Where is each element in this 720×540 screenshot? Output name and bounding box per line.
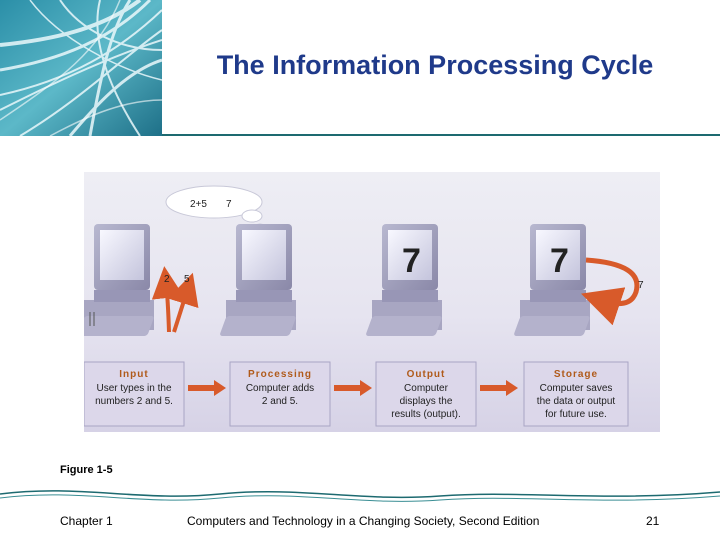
header-divider — [162, 134, 720, 136]
stage-title-input: Input — [119, 369, 148, 380]
stage-title-processing: Processing — [248, 369, 312, 380]
stage-line-storage-2: the data or output — [537, 396, 616, 407]
footer-chapter: Chapter 1 — [60, 514, 113, 528]
output-screen-digit: 7 — [402, 242, 421, 280]
storage-number: 7 — [638, 280, 644, 291]
input-number-2: 5 — [184, 274, 190, 285]
computer-processing — [220, 224, 296, 336]
stage-line-input-2: numbers 2 and 5. — [95, 396, 173, 407]
stage-line-output-3: results (output). — [391, 409, 460, 420]
stage-line-processing-1: Computer adds — [246, 383, 314, 394]
footer-page-number: 21 — [646, 514, 660, 528]
thought-expression: 2+5 — [190, 199, 207, 210]
header-swirl-image — [0, 0, 162, 136]
arrow-output-to-storage — [480, 380, 518, 396]
stage-box-storage — [523, 361, 629, 427]
input-number-1: 2 — [164, 274, 170, 285]
stage-line-storage-1: Computer saves — [540, 383, 613, 394]
computer-input — [84, 224, 154, 336]
stage-box-output — [375, 361, 477, 427]
processing-cycle-diagram: 2+5 7 2 5 7 7 7 — [84, 172, 660, 432]
stage-box-processing — [229, 361, 331, 427]
footer-wave — [0, 490, 720, 502]
stage-title-storage: Storage — [554, 369, 598, 380]
figure-caption: Figure 1-5 — [60, 464, 113, 476]
stage-line-output-2: displays the — [400, 396, 453, 407]
stage-title-output: Output — [407, 369, 446, 380]
footer-book-title: Computers and Technology in a Changing S… — [187, 514, 540, 528]
stage-line-input-1: User types in the — [96, 383, 171, 394]
computer-output — [366, 224, 442, 336]
arrow-processing-to-output — [334, 380, 372, 396]
computer-storage — [514, 224, 590, 336]
thought-result: 7 — [226, 199, 232, 210]
storage-screen-digit: 7 — [550, 242, 569, 280]
stage-box-input — [84, 361, 185, 427]
stage-line-output-1: Computer — [404, 383, 449, 394]
slide-title: The Information Processing Cycle — [216, 50, 654, 80]
stage-line-processing-2: 2 and 5. — [262, 396, 298, 407]
arrow-input-to-processing — [188, 380, 226, 396]
stage-line-storage-3: for future use. — [545, 409, 607, 420]
